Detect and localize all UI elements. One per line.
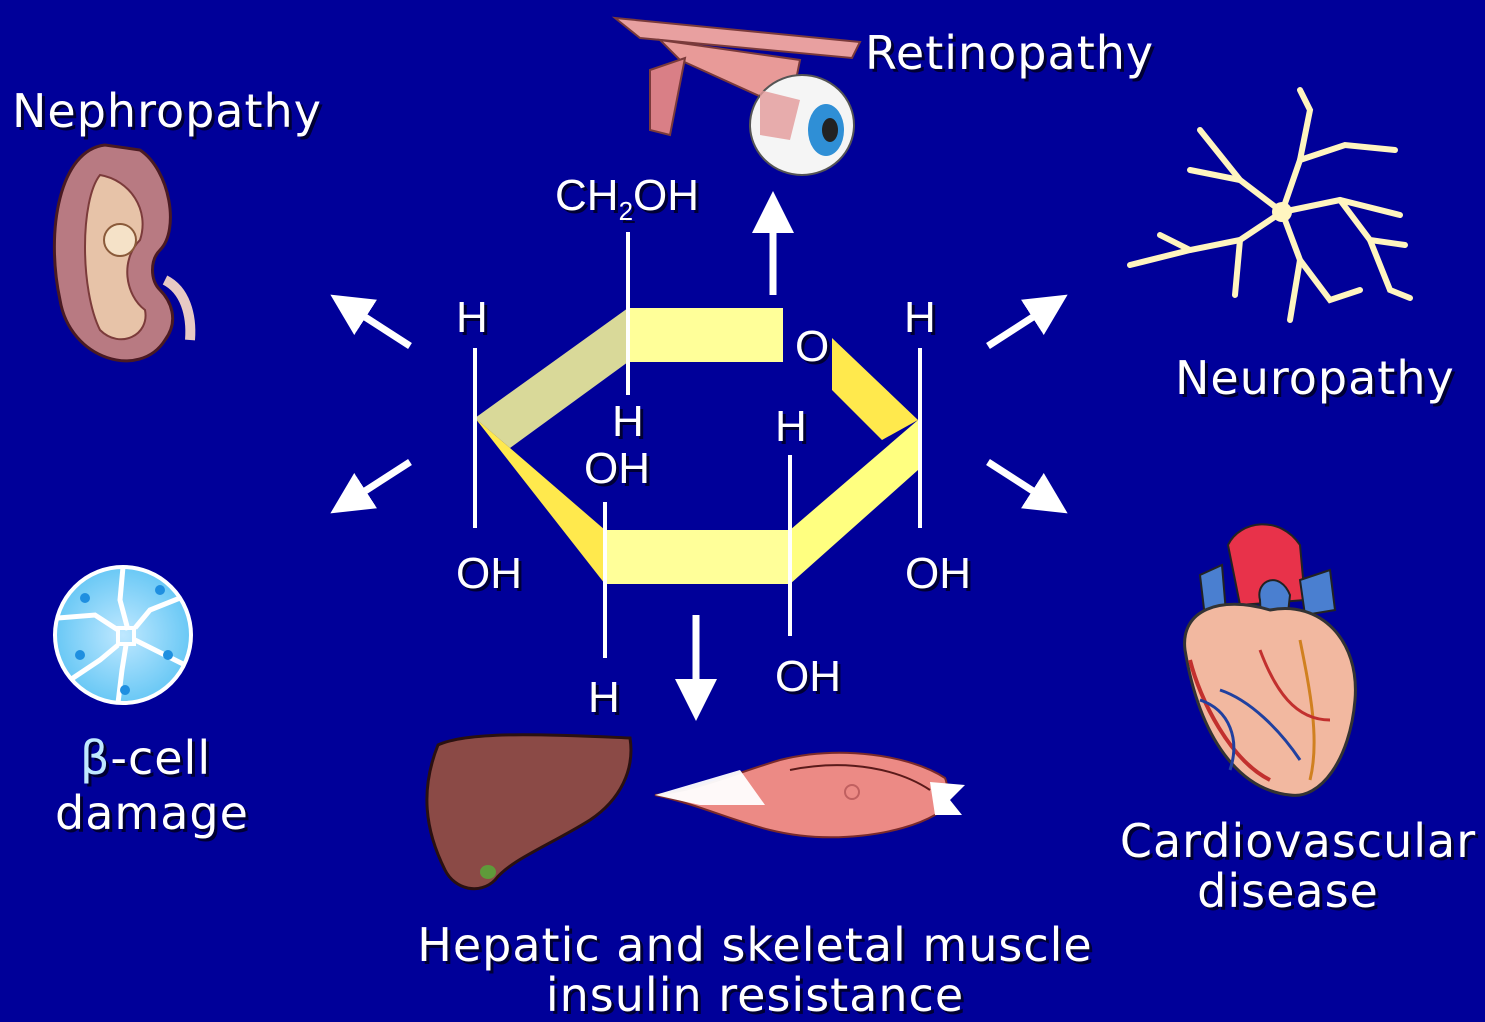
ch2oh-sub: 2 [619,196,633,226]
ch2oh-prefix: CH [555,171,619,220]
arrow-upper-left [348,306,410,346]
label-beta-damage: damage [55,790,249,836]
arrow-lower-left [348,462,410,502]
kidney-icon [54,145,190,361]
c2-h: H [775,405,807,449]
heart-icon [1185,524,1356,795]
c3-oh: OH [456,552,522,596]
label-neuropathy: Neuropathy [1175,355,1455,401]
effect-arrows [348,212,1050,700]
c4-oh: OH [584,447,650,491]
arrow-upper-right [988,306,1050,346]
ch2oh-group: CH2OH [555,174,699,224]
beta-cell-icon [55,567,191,703]
ring-oxygen: O [795,325,829,369]
label-cardio-line2: disease [1118,868,1458,914]
arrow-lower-right [988,462,1050,502]
c4-h: H [612,400,644,444]
label-nephropathy: Nephropathy [12,88,322,134]
muscle-icon [655,753,965,837]
bond-lines [475,232,920,658]
c3-h: H [588,676,620,720]
c5-h: H [456,296,488,340]
eye-icon [615,18,860,175]
beta-symbol: β [80,731,110,785]
c2-oh: OH [775,655,841,699]
label-insulin-line2: insulin resistance [380,972,1130,1018]
beta-cell-text: -cell [110,731,211,785]
label-cardio-line1: Cardiovascular [1118,818,1478,864]
c1-oh: OH [905,552,971,596]
glucose-ring [475,308,918,584]
label-retinopathy: Retinopathy [865,30,1154,76]
label-insulin-line1: Hepatic and skeletal muscle [380,922,1130,968]
label-beta-cell: β-cell [80,735,211,781]
neuron-icon [1130,90,1410,320]
liver-icon [427,735,631,889]
c1-h: H [904,296,936,340]
ch2oh-suffix: OH [633,171,699,220]
